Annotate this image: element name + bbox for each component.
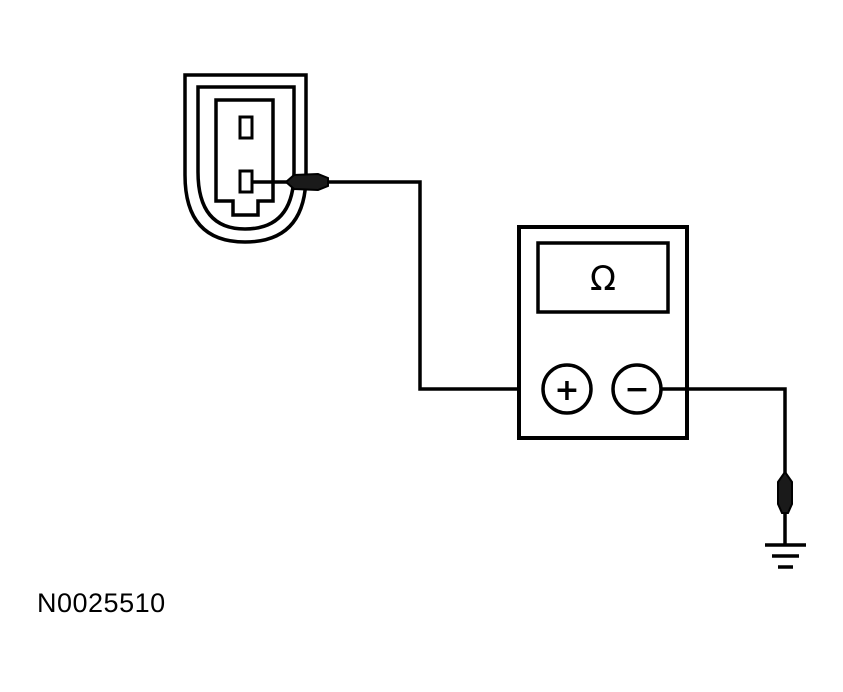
- probe-tip-positive: [284, 172, 329, 192]
- positive-jack: [541, 363, 593, 415]
- ohm-symbol: Ω: [590, 259, 616, 299]
- positive-test-lead: [252, 172, 543, 391]
- terminal-2: [238, 169, 254, 194]
- electrical-connector: [183, 73, 308, 244]
- probe-tip-negative: [777, 470, 793, 514]
- ground-icon: [765, 543, 806, 569]
- terminal-1: [238, 115, 254, 140]
- figure-reference-id: N0025510: [37, 588, 166, 618]
- connector-outer-shell: [183, 73, 308, 244]
- negative-jack-label: −: [624, 372, 649, 407]
- connector-inner-shell: [196, 85, 296, 231]
- negative-test-lead: [661, 387, 793, 544]
- meter-display: [536, 241, 670, 314]
- ohmmeter: Ω + −: [517, 225, 689, 440]
- positive-jack-label: +: [554, 373, 579, 408]
- terminal-block: [214, 98, 275, 217]
